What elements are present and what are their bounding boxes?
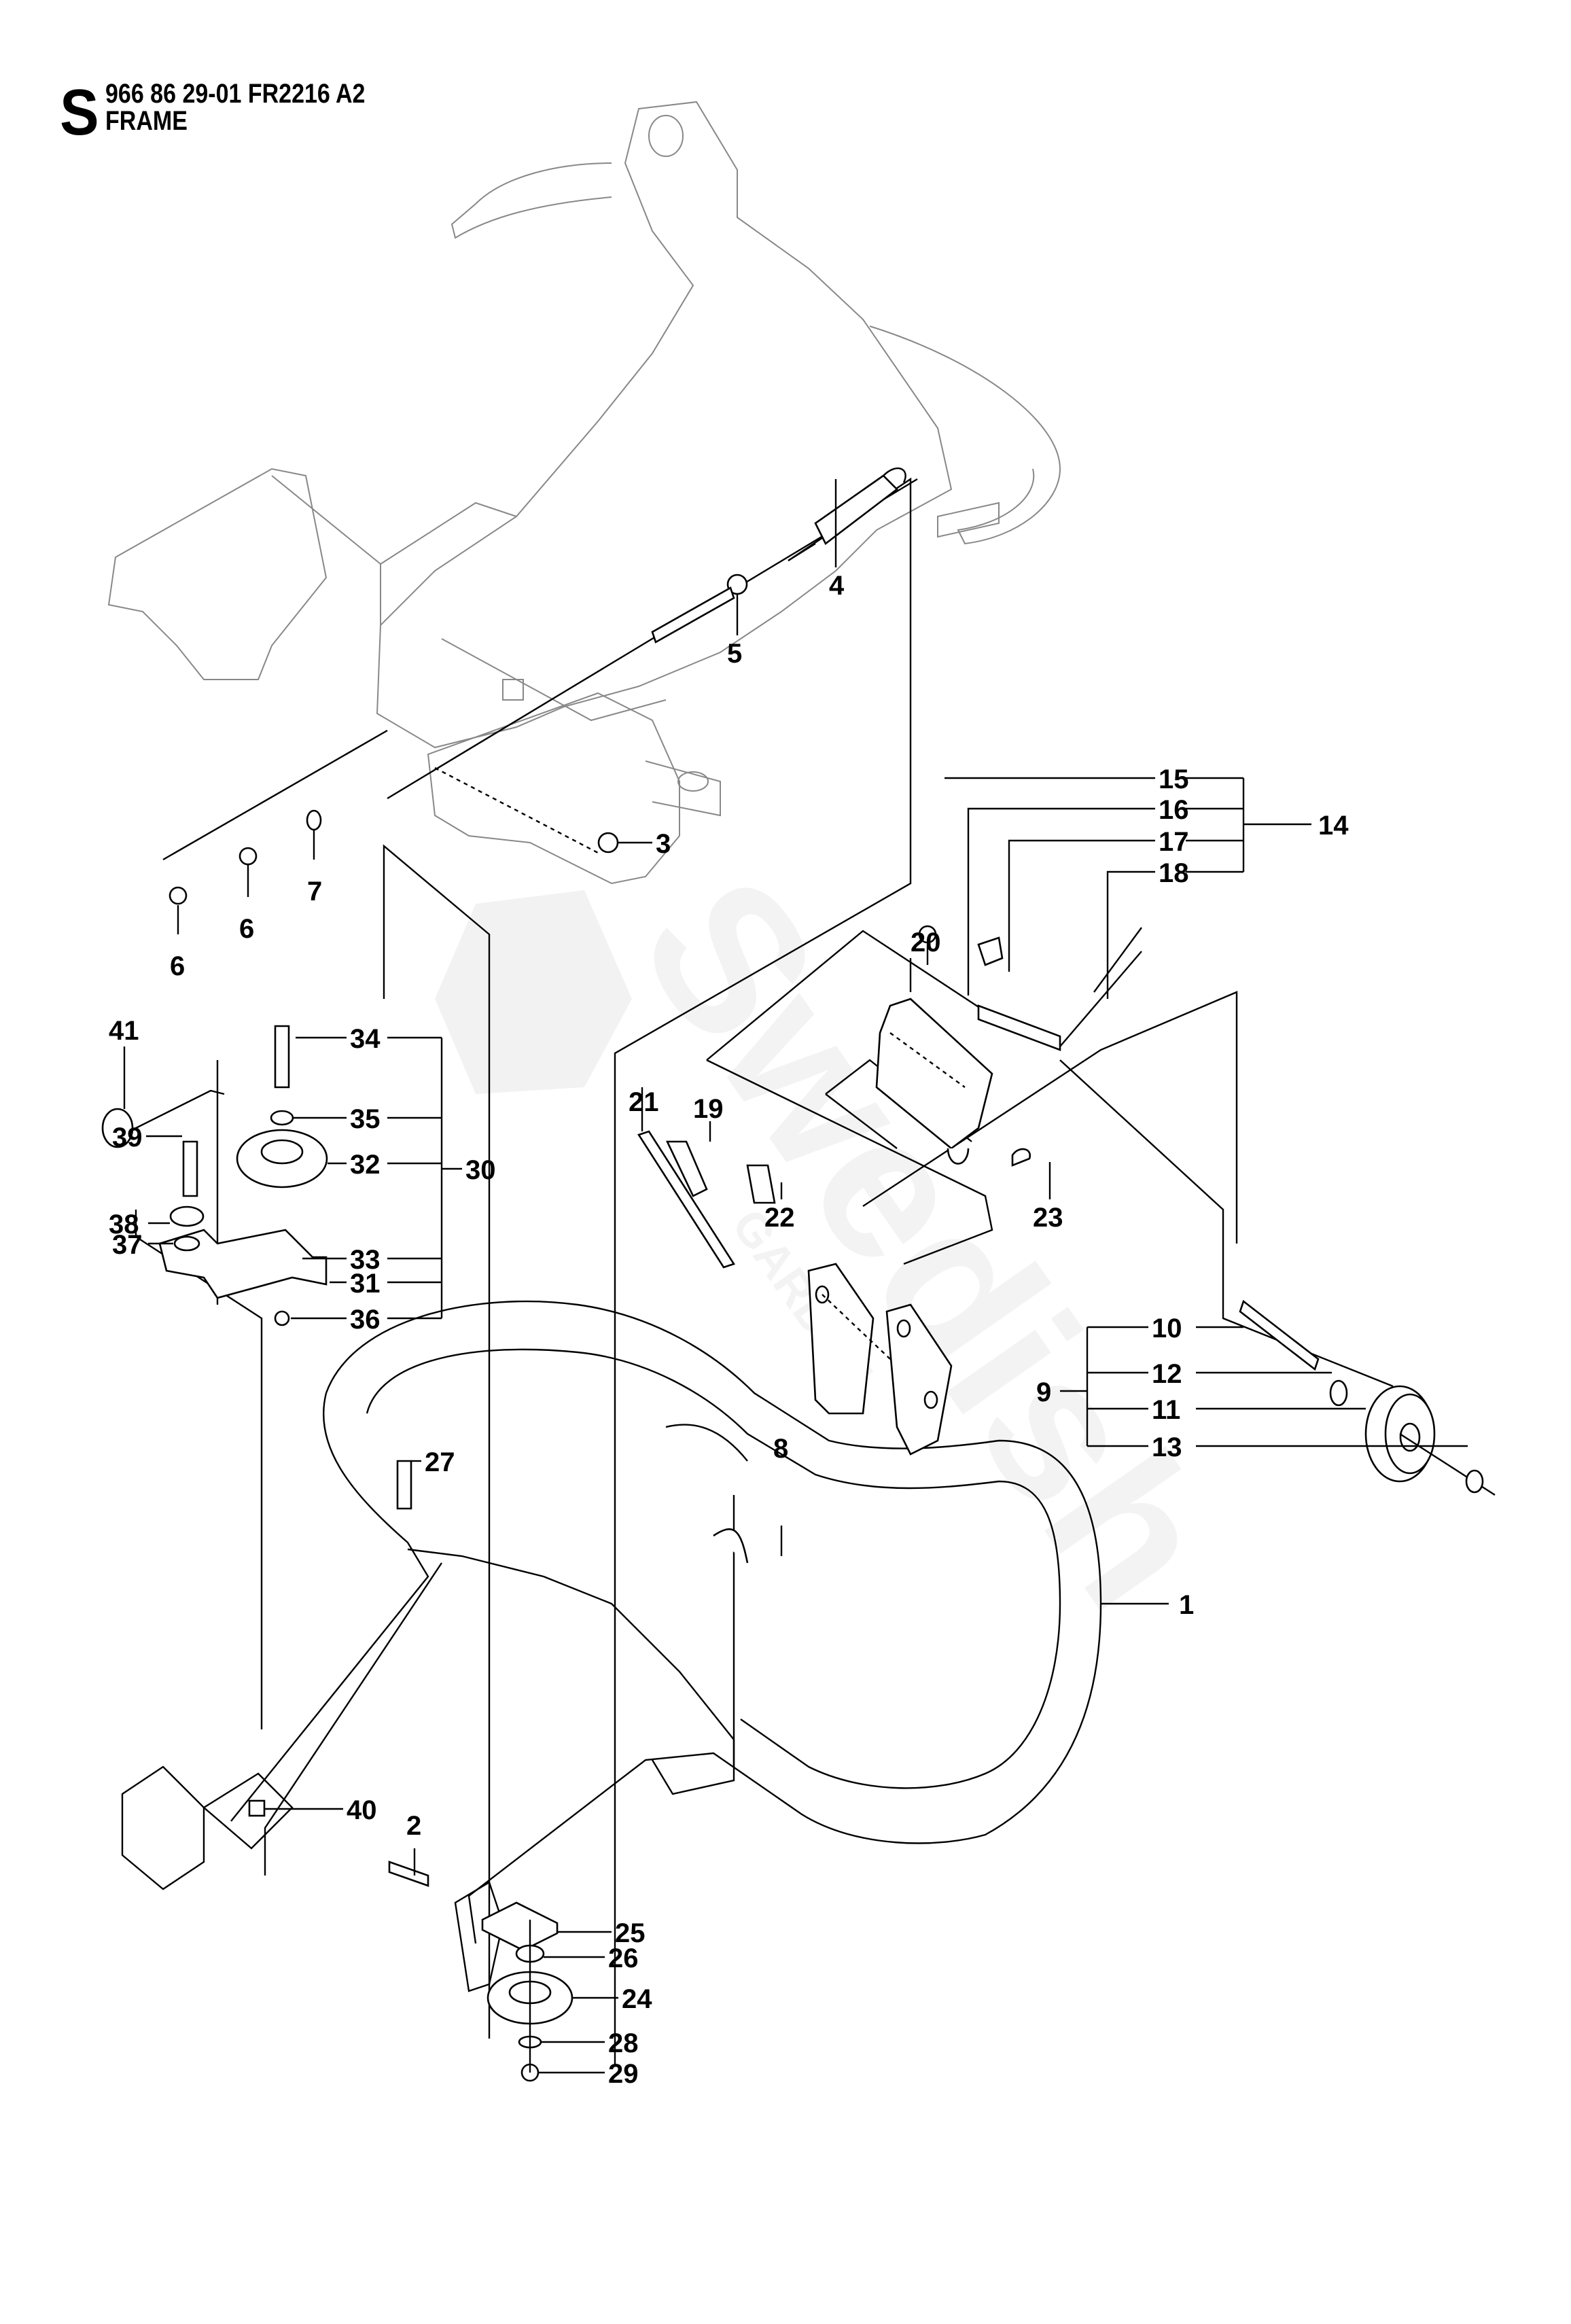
callout-34: 34 xyxy=(350,1024,381,1054)
part-36-nut xyxy=(274,1310,290,1326)
part-31-bracket xyxy=(158,1229,328,1299)
callout-labels: 1 2 3 4 5 6 6 7 8 9 10 11 12 13 14 15 16… xyxy=(109,571,1349,2089)
part-8-pin xyxy=(713,1528,749,1564)
part-18-rivet xyxy=(1093,927,1142,993)
watermark-logo xyxy=(435,890,632,1094)
callout-leaders xyxy=(123,479,1468,2074)
callout-12: 12 xyxy=(1152,1359,1182,1389)
callout-26: 26 xyxy=(608,1943,639,1973)
part-16-clip xyxy=(977,936,1004,966)
callout-5: 5 xyxy=(727,639,742,669)
callout-3: 3 xyxy=(656,829,671,859)
part-25-bracket xyxy=(481,1901,559,1952)
part-21-pin xyxy=(637,1130,735,1269)
callout-39: 39 xyxy=(112,1123,143,1152)
part-41-spring xyxy=(128,1089,225,1133)
watermark-brand: Swedish xyxy=(598,838,1259,1647)
callout-33: 33 xyxy=(350,1245,381,1275)
part-12-washer xyxy=(1329,1379,1348,1407)
callout-2: 2 xyxy=(406,1811,421,1841)
callout-29: 29 xyxy=(608,2059,639,2089)
callout-15: 15 xyxy=(1159,764,1189,794)
callout-9: 9 xyxy=(1036,1377,1051,1407)
part-37-washer xyxy=(173,1235,200,1252)
callout-14: 14 xyxy=(1318,811,1349,841)
wheel-assembly xyxy=(1239,1299,1496,1496)
callout-27: 27 xyxy=(425,1447,455,1477)
part-link-plate xyxy=(875,951,1142,1165)
callout-8: 8 xyxy=(773,1434,788,1464)
callout-17: 17 xyxy=(1159,827,1189,857)
part-23-hairpin xyxy=(1011,1148,1031,1167)
part-27-bolt xyxy=(396,1460,412,1510)
callout-25: 25 xyxy=(615,1918,646,1948)
callout-6b: 6 xyxy=(170,951,185,981)
callout-31: 31 xyxy=(350,1269,381,1299)
callout-4: 4 xyxy=(829,571,845,601)
part-20-nut xyxy=(918,925,937,944)
part-5-eye-bolt xyxy=(651,574,748,644)
part-22-pin xyxy=(746,1164,776,1204)
callout-19: 19 xyxy=(693,1094,724,1124)
callout-41: 41 xyxy=(109,1016,139,1046)
part-40-nut xyxy=(248,1799,266,1817)
callout-21: 21 xyxy=(629,1087,659,1117)
chassis-frame-ghost xyxy=(107,101,1061,885)
part-code: 966 86 29-01 FR2216 A2 xyxy=(105,79,366,109)
callout-18: 18 xyxy=(1159,858,1189,888)
part-6-nut xyxy=(169,886,188,905)
callout-32: 32 xyxy=(350,1150,381,1180)
callout-24: 24 xyxy=(622,1984,652,2014)
page-title: FRAME xyxy=(105,106,188,136)
fasteners xyxy=(169,809,1142,1887)
part-19-bolt xyxy=(665,1140,708,1197)
callout-6a: 6 xyxy=(239,914,254,944)
callout-1: 1 xyxy=(1179,1590,1194,1620)
part-13-clip xyxy=(1465,1469,1484,1494)
bottom-pulley-stack xyxy=(481,1901,573,2082)
callout-10: 10 xyxy=(1152,1314,1182,1343)
pivot-bracket xyxy=(807,1263,953,1456)
part-3-nut xyxy=(597,832,619,853)
callout-7: 7 xyxy=(307,877,322,906)
callout-23: 23 xyxy=(1033,1203,1063,1233)
callout-20: 20 xyxy=(911,928,941,957)
callout-16: 16 xyxy=(1159,795,1189,825)
part-41-ring xyxy=(101,1108,134,1148)
callout-36: 36 xyxy=(350,1305,381,1335)
part-2-bolt xyxy=(388,1861,429,1887)
callout-30: 30 xyxy=(465,1155,496,1185)
part-35-washer xyxy=(270,1110,294,1126)
part-1-front-frame xyxy=(121,1300,1102,1992)
callout-11: 11 xyxy=(1152,1395,1180,1425)
part-10-axle xyxy=(1239,1299,1320,1371)
callout-40: 40 xyxy=(347,1795,377,1825)
section-letter: S xyxy=(60,76,99,149)
callout-22: 22 xyxy=(764,1203,795,1233)
part-6-nut xyxy=(239,847,258,866)
callout-28: 28 xyxy=(608,2028,639,2058)
part-39-bolt xyxy=(182,1140,198,1197)
callout-37: 37 xyxy=(112,1230,143,1260)
watermark: Swedish GARDEN xyxy=(598,838,1259,1647)
callout-38: 38 xyxy=(109,1210,139,1239)
part-38-washer xyxy=(169,1205,205,1227)
callout-35: 35 xyxy=(350,1104,381,1134)
tensioner-assembly xyxy=(101,1025,328,1326)
part-34-bolt xyxy=(274,1025,290,1089)
callout-13: 13 xyxy=(1152,1432,1182,1462)
part-7-washer xyxy=(306,809,322,831)
